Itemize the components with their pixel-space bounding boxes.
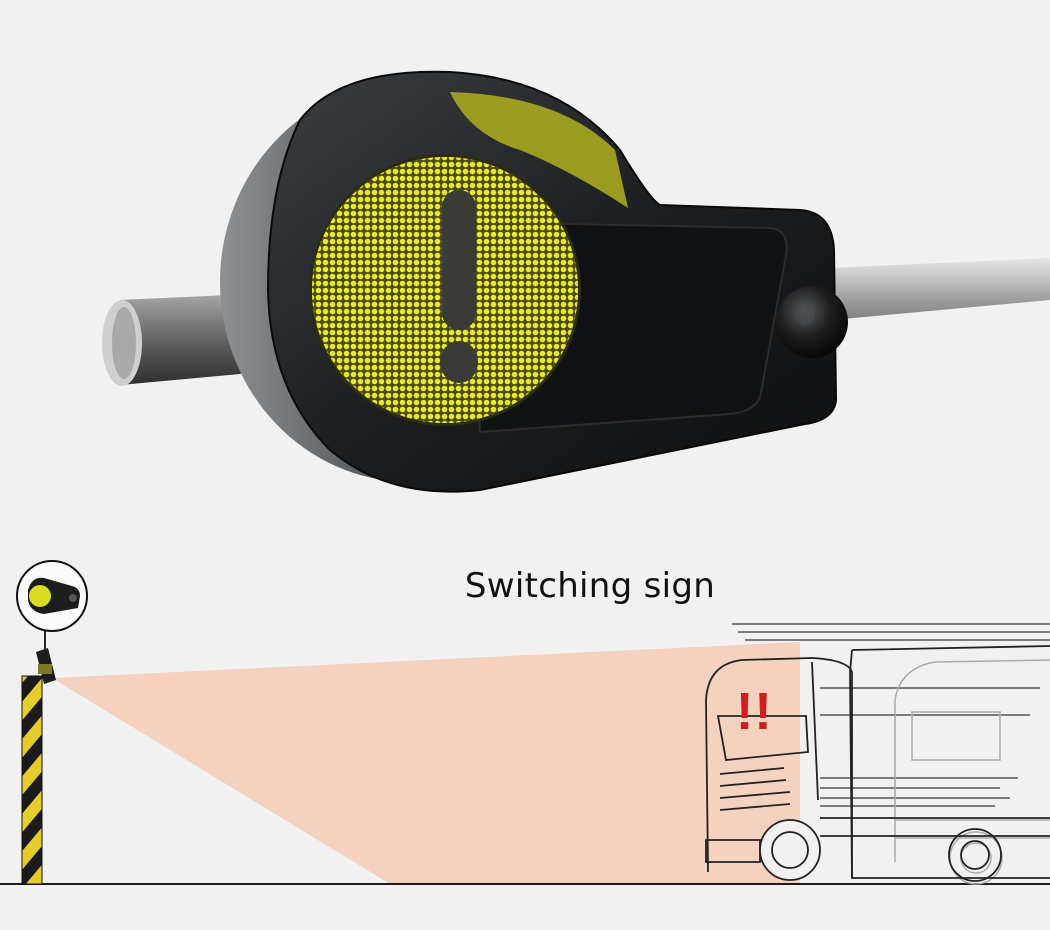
alert-marks: !!: [736, 683, 773, 741]
sign-device-render: [102, 70, 1050, 493]
truck-illustration: [705, 645, 1050, 882]
truck-ghost: [894, 659, 1050, 885]
sensor-icon: [776, 286, 848, 358]
diagram-caption: Switching sign: [464, 566, 716, 606]
warning-post: [21, 630, 56, 885]
led-display: [309, 154, 581, 426]
road-diagram: [0, 560, 1050, 885]
exclamation-icon: [440, 190, 478, 383]
speed-lines: [732, 623, 1050, 807]
sensor-beam: [52, 642, 800, 884]
device-thumbnail-icon: [16, 560, 88, 632]
